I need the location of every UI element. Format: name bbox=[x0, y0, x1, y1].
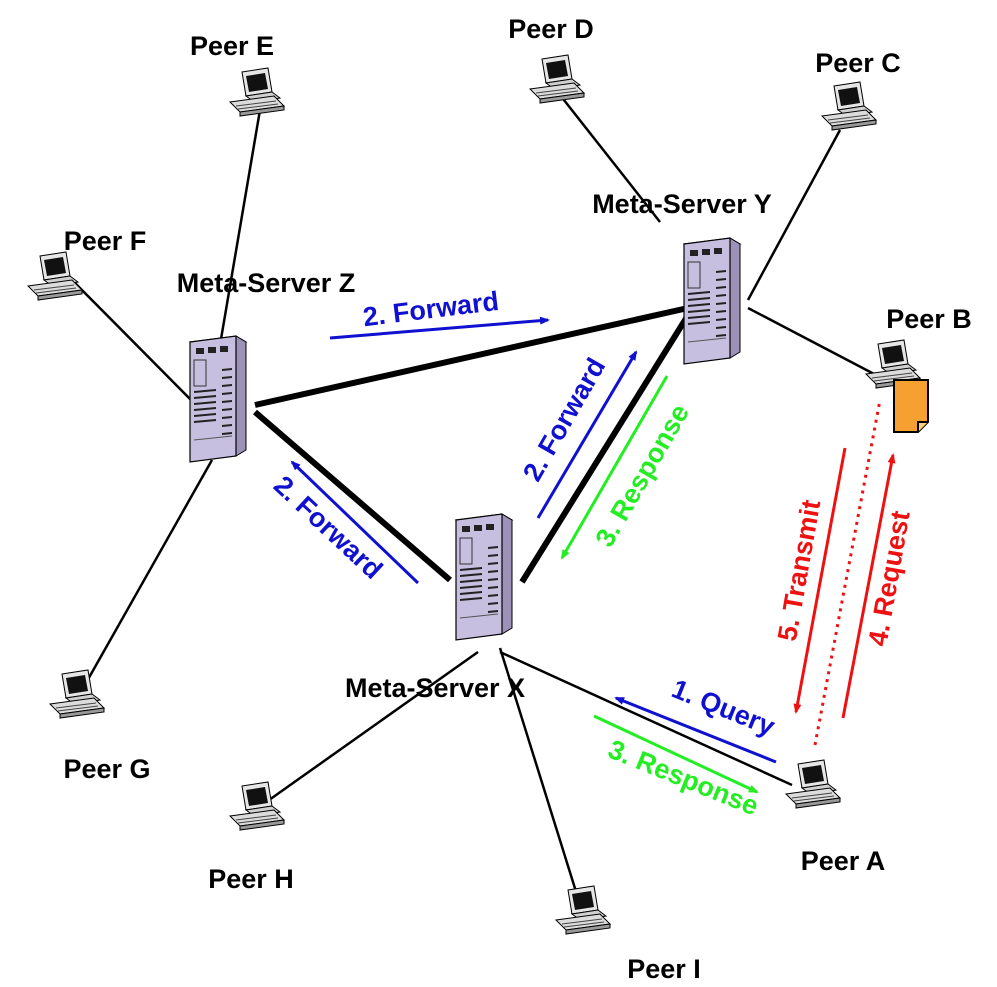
query-label: 1. Query bbox=[668, 674, 779, 742]
backbone-links bbox=[253, 305, 693, 584]
message-arrows bbox=[290, 316, 896, 794]
forward-x-z-label: 2. Forward bbox=[268, 470, 388, 585]
link-z-peer-e bbox=[218, 109, 262, 346]
peer-i-label: Peer I bbox=[627, 954, 701, 984]
link-z-y bbox=[254, 305, 689, 408]
peer-f-computer-icon bbox=[27, 251, 83, 301]
peer-links bbox=[71, 94, 877, 899]
peer-d-label: Peer D bbox=[508, 14, 594, 44]
link-x-y bbox=[519, 310, 693, 584]
peer-i-computer-icon bbox=[555, 885, 611, 935]
meta-server-x-label: Meta-Server X bbox=[345, 673, 525, 703]
arrow-response-x-a bbox=[593, 714, 759, 794]
peer-b-label: Peer B bbox=[886, 304, 972, 334]
arrow-query-a-x bbox=[614, 696, 777, 764]
peer-h-label: Peer H bbox=[208, 864, 294, 894]
peer-e-computer-icon bbox=[229, 67, 285, 117]
arrow-transmit-b-a bbox=[793, 447, 847, 714]
meta-server-x-icon bbox=[455, 513, 513, 641]
arrow-request-a-b bbox=[841, 453, 896, 719]
peer-d-computer-icon bbox=[529, 54, 585, 104]
peer-g-label: Peer G bbox=[63, 754, 150, 784]
response-y-x-label: 3. Response bbox=[589, 399, 695, 552]
link-x-peer-h bbox=[261, 650, 479, 807]
meta-server-y-label: Meta-Server Y bbox=[592, 189, 772, 219]
link-z-peer-f bbox=[71, 279, 197, 406]
p2p-transfer-dotted bbox=[813, 399, 882, 746]
peer-c-computer-icon bbox=[821, 81, 877, 131]
link-x-peer-a bbox=[499, 650, 793, 787]
link-y-peer-c bbox=[746, 129, 842, 301]
arrow-forward-z-y bbox=[329, 316, 550, 340]
link-x-peer-i bbox=[498, 647, 580, 899]
meta-server-z-icon bbox=[189, 335, 247, 463]
link-y-peer-b bbox=[747, 306, 877, 377]
peer-a-label: Peer A bbox=[801, 846, 886, 876]
link-z-x bbox=[253, 409, 452, 583]
peer-f-label: Peer F bbox=[64, 226, 147, 256]
link-z-peer-g bbox=[80, 459, 214, 691]
peer-e-label: Peer E bbox=[190, 31, 274, 61]
link-y-peer-d bbox=[559, 94, 661, 223]
transmit-label: 5. Transmit bbox=[772, 498, 826, 644]
peer-g-computer-icon bbox=[49, 669, 105, 719]
arrow-forward-x-y bbox=[536, 350, 638, 519]
peer-a-computer-icon bbox=[785, 759, 841, 809]
arrow-forward-x-z bbox=[290, 460, 420, 585]
peer-h-computer-icon bbox=[229, 781, 285, 831]
shared-file-icon bbox=[893, 379, 929, 433]
peer-c-label: Peer C bbox=[815, 48, 901, 78]
arrow-response-y-x bbox=[560, 375, 669, 560]
meta-server-z-label: Meta-Server Z bbox=[177, 268, 356, 298]
meta-server-y-icon bbox=[683, 237, 741, 365]
